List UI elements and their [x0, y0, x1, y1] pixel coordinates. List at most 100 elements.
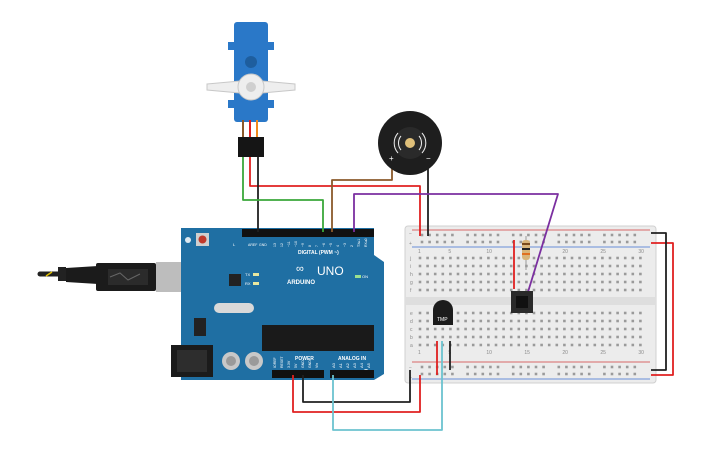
breadboard-hole[interactable]	[464, 288, 467, 292]
breadboard-hole[interactable]	[487, 256, 490, 260]
breadboard-hole[interactable]	[471, 319, 475, 323]
breadboard-hole[interactable]	[511, 233, 515, 237]
breadboard-hole[interactable]	[633, 240, 637, 244]
breadboard-hole[interactable]	[593, 272, 597, 276]
breadboard-hole[interactable]	[479, 264, 483, 268]
breadboard-hole[interactable]	[585, 311, 589, 315]
breadboard-hole[interactable]	[464, 319, 467, 323]
breadboard-hole[interactable]	[473, 365, 477, 369]
breadboard-hole[interactable]	[631, 343, 635, 347]
breadboard-hole[interactable]	[441, 335, 445, 339]
breadboard-hole[interactable]	[587, 365, 591, 369]
breadboard-hole[interactable]	[489, 365, 492, 369]
breadboard-hole[interactable]	[451, 365, 454, 369]
breadboard-hole[interactable]	[511, 365, 515, 369]
breadboard-hole[interactable]	[502, 288, 505, 292]
breadboard-hole[interactable]	[464, 327, 467, 331]
breadboard-hole[interactable]	[570, 280, 574, 284]
breadboard-hole[interactable]	[585, 288, 589, 292]
breadboard-hole[interactable]	[426, 264, 429, 268]
breadboard-hole[interactable]	[489, 233, 492, 237]
breadboard-hole[interactable]	[623, 264, 627, 268]
breadboard-hole[interactable]	[578, 343, 581, 347]
breadboard-hole[interactable]	[563, 280, 566, 284]
breadboard-hole[interactable]	[473, 372, 477, 376]
breadboard-hole[interactable]	[420, 233, 424, 237]
breadboard-hole[interactable]	[547, 288, 551, 292]
breadboard-hole[interactable]	[608, 272, 612, 276]
breadboard-hole[interactable]	[479, 272, 483, 276]
breadboard-hole[interactable]	[456, 264, 460, 268]
breadboard-hole[interactable]	[502, 264, 505, 268]
breadboard-hole[interactable]	[563, 343, 566, 347]
breadboard-hole[interactable]	[464, 335, 467, 339]
breadboard-hole[interactable]	[625, 372, 629, 376]
breadboard-hole[interactable]	[525, 335, 528, 339]
breadboard-hole[interactable]	[555, 272, 559, 276]
breadboard-hole[interactable]	[494, 256, 498, 260]
breadboard-hole[interactable]	[418, 272, 422, 276]
breadboard-hole[interactable]	[449, 264, 452, 268]
breadboard-hole[interactable]	[555, 319, 559, 323]
breadboard-hole[interactable]	[563, 319, 566, 323]
breadboard-hole[interactable]	[585, 272, 589, 276]
breadboard-hole[interactable]	[601, 319, 604, 323]
breadboard-hole[interactable]	[525, 272, 528, 276]
breadboard-hole[interactable]	[509, 272, 513, 276]
breadboard-hole[interactable]	[479, 311, 483, 315]
breadboard-hole[interactable]	[418, 319, 422, 323]
breadboard-hole[interactable]	[426, 280, 429, 284]
breadboard-hole[interactable]	[509, 327, 513, 331]
breadboard-hole[interactable]	[519, 372, 523, 376]
breadboard-hole[interactable]	[534, 233, 538, 237]
breadboard-hole[interactable]	[603, 365, 606, 369]
breadboard-hole[interactable]	[542, 365, 545, 369]
breadboard-hole[interactable]	[487, 319, 490, 323]
breadboard-hole[interactable]	[433, 343, 437, 347]
breadboard-hole[interactable]	[509, 343, 513, 347]
breadboard-hole[interactable]	[509, 256, 513, 260]
breadboard-hole[interactable]	[443, 372, 447, 376]
breadboard-hole[interactable]	[570, 264, 574, 268]
breadboard-hole[interactable]	[578, 335, 581, 339]
breadboard-hole[interactable]	[489, 372, 492, 376]
breadboard-hole[interactable]	[601, 327, 604, 331]
breadboard-hole[interactable]	[631, 311, 635, 315]
breadboard-hole[interactable]	[570, 343, 574, 347]
breadboard-hole[interactable]	[471, 343, 475, 347]
breadboard-hole[interactable]	[580, 233, 583, 237]
breadboard-hole[interactable]	[494, 264, 498, 268]
breadboard-hole[interactable]	[555, 256, 559, 260]
breadboard-hole[interactable]	[610, 365, 614, 369]
breadboard-hole[interactable]	[532, 343, 536, 347]
breadboard-hole[interactable]	[631, 327, 635, 331]
breadboard-hole[interactable]	[547, 319, 551, 323]
breadboard-hole[interactable]	[471, 280, 475, 284]
breadboard-hole[interactable]	[542, 372, 545, 376]
breadboard-hole[interactable]	[517, 327, 521, 331]
breadboard-hole[interactable]	[435, 240, 439, 244]
breadboard-hole[interactable]	[563, 311, 566, 315]
breadboard-hole[interactable]	[601, 343, 604, 347]
breadboard-hole[interactable]	[565, 240, 568, 244]
breadboard-hole[interactable]	[631, 280, 635, 284]
breadboard-hole[interactable]	[540, 280, 543, 284]
breadboard-hole[interactable]	[511, 372, 515, 376]
breadboard-hole[interactable]	[509, 280, 513, 284]
breadboard-hole[interactable]	[502, 280, 505, 284]
temperature-sensor[interactable]	[433, 300, 453, 325]
breadboard-hole[interactable]	[563, 272, 566, 276]
breadboard-hole[interactable]	[481, 240, 485, 244]
breadboard-hole[interactable]	[494, 280, 498, 284]
breadboard-hole[interactable]	[487, 335, 490, 339]
breadboard-hole[interactable]	[631, 256, 635, 260]
breadboard-hole[interactable]	[540, 319, 543, 323]
breadboard-hole[interactable]	[451, 372, 454, 376]
breadboard-hole[interactable]	[557, 233, 561, 237]
breadboard-hole[interactable]	[456, 256, 460, 260]
breadboard-hole[interactable]	[616, 280, 619, 284]
breadboard-hole[interactable]	[608, 280, 612, 284]
breadboard-hole[interactable]	[418, 335, 422, 339]
breadboard-hole[interactable]	[517, 343, 521, 347]
